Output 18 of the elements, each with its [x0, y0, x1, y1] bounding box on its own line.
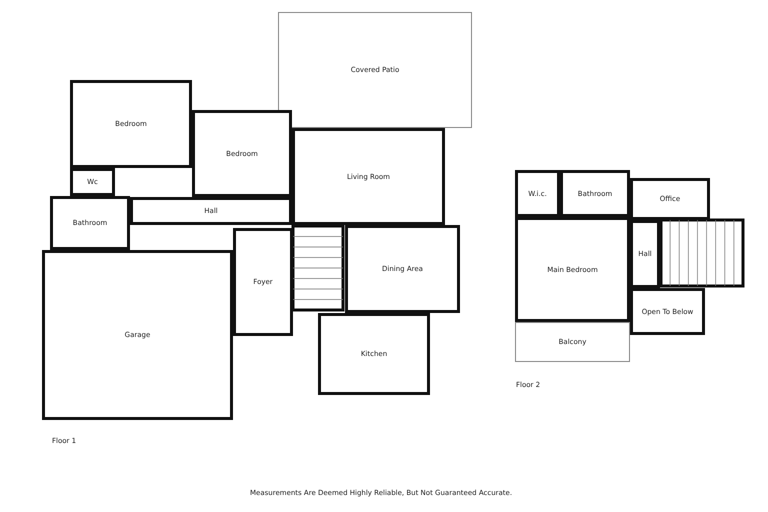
- room-outline: [630, 178, 710, 220]
- outdoor-area-outline: [515, 322, 630, 362]
- room-outline: [130, 197, 292, 225]
- room-outline: [70, 168, 115, 196]
- room-outline: [233, 228, 293, 336]
- room-outline: [630, 220, 660, 288]
- room-outline: [318, 313, 430, 395]
- room-outline: [192, 110, 292, 197]
- room-outline: [630, 288, 705, 335]
- room-outline: [515, 217, 630, 322]
- room-outline: [50, 196, 130, 250]
- room-outline: [292, 128, 445, 225]
- room-outline: [560, 170, 630, 217]
- room-outline: [515, 170, 560, 217]
- outdoor-area-outline: [278, 12, 472, 128]
- room-outline: [70, 80, 192, 168]
- room-outline: [345, 225, 460, 313]
- room-outline: [42, 250, 233, 420]
